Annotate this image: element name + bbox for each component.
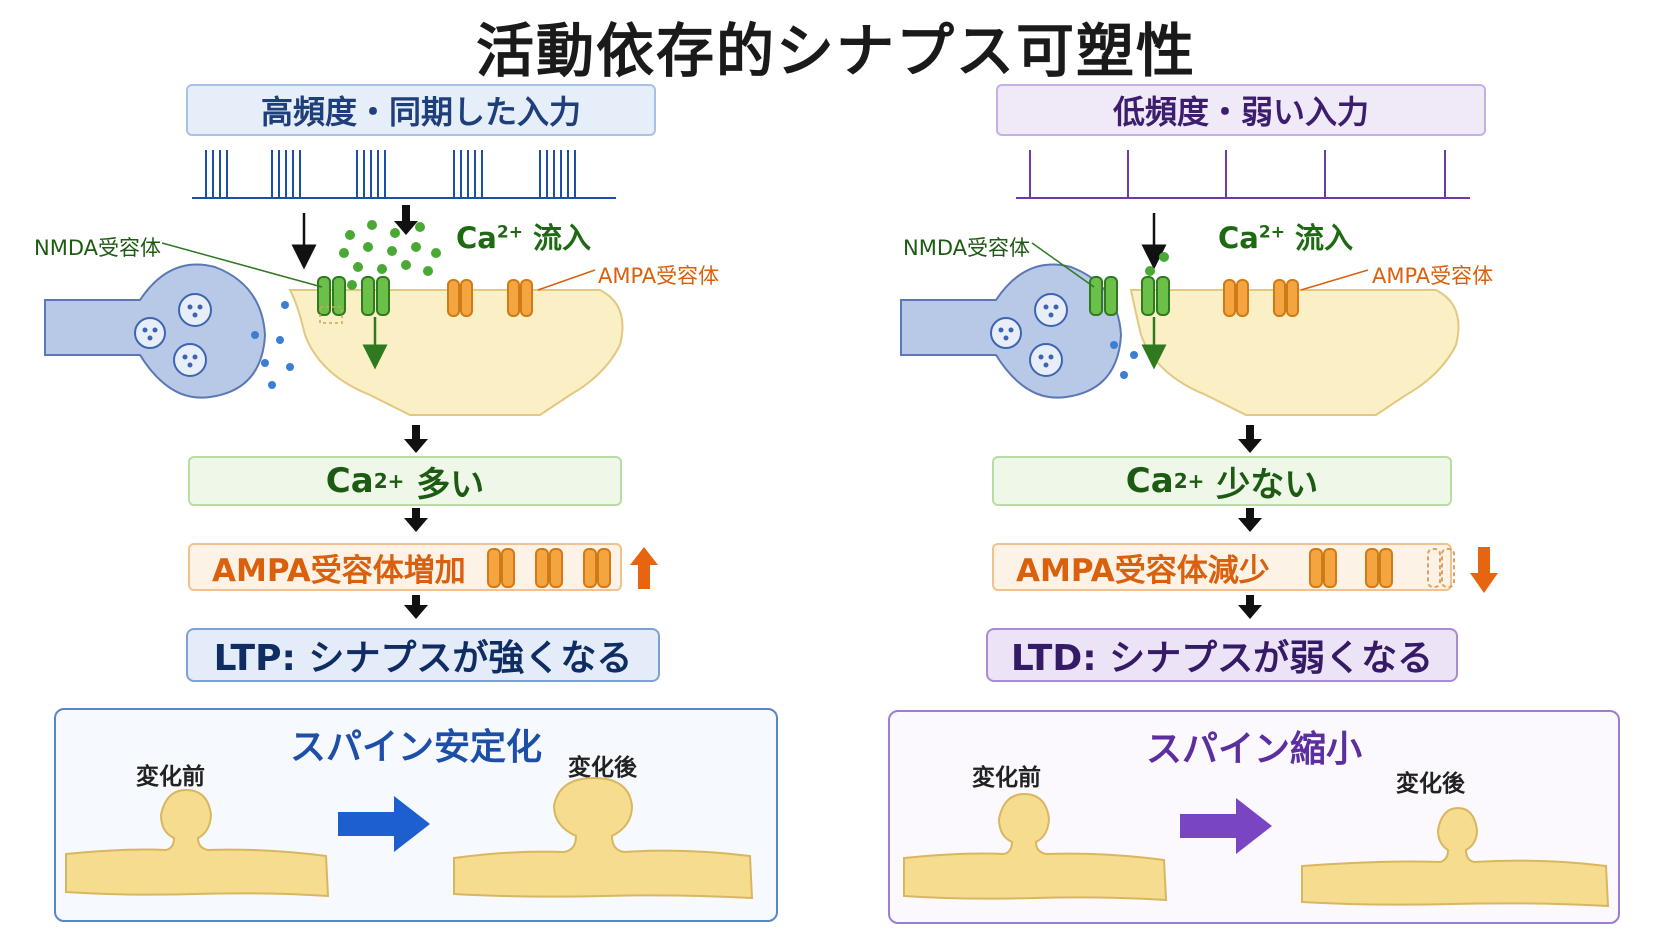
spine-shrinkage-title: スパイン縮小 xyxy=(1145,729,1362,770)
ca-level-text: 多い xyxy=(416,464,485,505)
ca-influx-label-left: Ca2+ 流入 xyxy=(456,215,591,257)
high-frequency-spike-train xyxy=(192,150,616,199)
ca-level-text: 少ない xyxy=(1216,464,1319,505)
ampa-change-text: AMPA受容体減少 xyxy=(1016,552,1270,589)
flow-arrows-left xyxy=(404,425,428,619)
spine-after-left xyxy=(453,776,754,900)
spine-after-right xyxy=(1301,806,1610,908)
spine-before-left xyxy=(65,788,330,898)
low-frequency-spike-train xyxy=(1016,150,1470,199)
after-label-left: 変化後 xyxy=(568,755,637,781)
before-label-right: 変化前 xyxy=(972,765,1041,791)
nmda-receptor-label-right: NMDA受容体 xyxy=(903,236,1030,260)
ca-charge: 2+ xyxy=(496,222,523,243)
ampa-change-text: AMPA受容体増加 xyxy=(212,552,466,589)
ca-charge: 2+ xyxy=(373,469,405,493)
before-label-left: 変化前 xyxy=(136,764,205,790)
ampa-receptor-label-left: AMPA受容体 xyxy=(598,264,720,288)
after-label-right: 変化後 xyxy=(1396,771,1465,797)
spine-before-right xyxy=(903,792,1168,902)
spine-stabilization-title: スパイン安定化 xyxy=(289,727,542,768)
ca-charge: 2+ xyxy=(1173,469,1205,493)
down-arrow-icon xyxy=(1470,547,1498,593)
ca-symbol: Ca xyxy=(325,461,374,501)
ampa-decrease-icons xyxy=(1309,547,1498,593)
flow-arrows-right xyxy=(1238,425,1262,619)
ltp-transition-arrow xyxy=(338,796,430,852)
ltp-result-box: LTP: シナプスが強くなる xyxy=(186,628,660,682)
ltp-synapse-diagram xyxy=(44,205,624,416)
high-frequency-input-label: 高頻度・同期した入力 xyxy=(186,84,656,136)
ca-symbol: Ca xyxy=(456,221,497,255)
influx-text: 流入 xyxy=(1295,221,1354,255)
ampa-receptor-label-right: AMPA受容体 xyxy=(1372,264,1494,288)
ltd-transition-arrow xyxy=(1180,798,1272,854)
ca-influx-label-right: Ca2+ 流入 xyxy=(1218,215,1353,257)
ltd-result-box: LTD: シナプスが弱くなる xyxy=(986,628,1458,682)
up-arrow-icon xyxy=(630,547,658,589)
page-title: 活動依存的シナプス可塑性 xyxy=(475,17,1196,85)
influx-text: 流入 xyxy=(533,221,592,255)
ca-symbol: Ca xyxy=(1125,461,1174,501)
low-frequency-input-label: 低頻度・弱い入力 xyxy=(996,84,1486,136)
ltd-synapse-diagram xyxy=(900,213,1460,416)
ampa-increase-icons xyxy=(487,547,658,589)
nmda-receptor-label-left: NMDA受容体 xyxy=(34,236,161,260)
ca-symbol: Ca xyxy=(1218,221,1259,255)
ca-charge: 2+ xyxy=(1258,222,1285,243)
